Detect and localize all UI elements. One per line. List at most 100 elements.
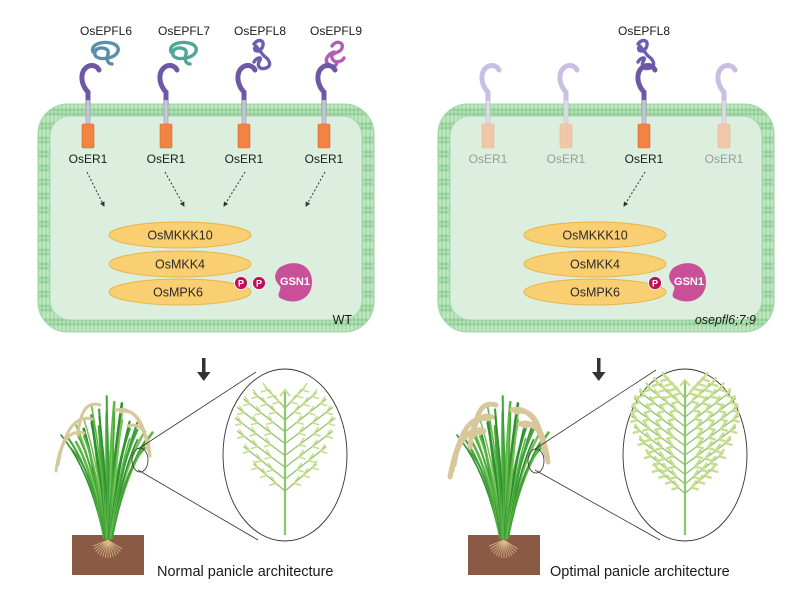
- spikelet: [302, 396, 309, 405]
- primary-branch: [284, 430, 334, 468]
- receptor-label: OsER1: [69, 152, 108, 166]
- spikelet: [296, 395, 304, 399]
- gsn1-protein: [669, 263, 706, 302]
- spikelet: [250, 395, 259, 400]
- root: [107, 539, 114, 558]
- spikelet: [664, 480, 673, 485]
- spikelet: [296, 462, 303, 471]
- zoom-inset: [131, 368, 348, 542]
- signal-arrow: [164, 171, 185, 207]
- spikelet: [652, 395, 660, 400]
- receptor-ectodomain: [157, 63, 180, 107]
- primary-branch: [243, 398, 286, 433]
- spikelet: [293, 411, 302, 415]
- spikelet: [732, 418, 741, 424]
- primary-branch: [253, 392, 286, 421]
- spikelet: [325, 405, 332, 414]
- spikelet: [701, 402, 710, 407]
- spikelet: [290, 401, 298, 405]
- spikelet: [265, 449, 273, 458]
- primary-branch: [236, 430, 286, 468]
- spikelet: [250, 466, 259, 471]
- spikelet: [234, 422, 243, 427]
- gsn1-label: GSN1: [674, 276, 704, 288]
- spikelet: [694, 458, 702, 468]
- spikelet: [295, 388, 303, 397]
- peptide-shape: [168, 40, 198, 66]
- spikelet: [302, 403, 311, 408]
- spikelet: [327, 422, 336, 427]
- spikelet: [698, 382, 706, 388]
- kinase-osmkk4: [523, 250, 667, 278]
- spikelet: [311, 388, 318, 397]
- receptor-label: OsER1: [305, 152, 344, 166]
- spikelet: [255, 405, 263, 414]
- root: [489, 539, 505, 550]
- spikelet: [665, 445, 674, 450]
- spikelet: [273, 394, 280, 403]
- spikelet: [719, 411, 727, 421]
- spikelet: [325, 428, 332, 437]
- spikelet: [717, 431, 725, 441]
- receptor-label: OsER1: [547, 152, 586, 166]
- ligand-label: OsEPFL8: [234, 24, 286, 38]
- receptor-ectodomain: [79, 63, 102, 107]
- receptor-label: OsER1: [225, 152, 264, 166]
- spikelet: [252, 439, 259, 448]
- spikelet: [661, 371, 669, 381]
- spikelet: [708, 436, 717, 441]
- spikelet: [643, 455, 652, 460]
- spikelet: [242, 450, 250, 455]
- spikelet: [658, 403, 666, 412]
- spikelet: [715, 402, 723, 407]
- spikelet: [266, 421, 274, 426]
- genotype-label: WT: [333, 313, 353, 327]
- spikelet: [670, 469, 678, 478]
- spikelet: [296, 421, 304, 426]
- spikelet: [652, 376, 660, 385]
- spikelet: [250, 422, 258, 426]
- spikelet: [266, 469, 274, 473]
- spikelet: [252, 388, 259, 397]
- spikelet: [665, 474, 673, 483]
- caption: Optimal panicle architecture: [550, 564, 730, 580]
- spikelet: [653, 436, 662, 441]
- root: [107, 539, 121, 552]
- transmembrane-domain: [641, 99, 647, 125]
- primary-branch: [284, 398, 327, 433]
- spikelet: [629, 418, 638, 424]
- spikelet: [657, 388, 666, 394]
- spikelet: [668, 411, 676, 420]
- spikelet: [696, 445, 705, 450]
- spikelet: [692, 469, 700, 478]
- spikelet: [319, 396, 326, 405]
- root: [104, 539, 109, 558]
- spikelet: [244, 443, 251, 452]
- receptor-oser1: OsER1: [69, 63, 108, 166]
- kinase-osmpk6: [523, 278, 667, 306]
- spikelet: [725, 441, 733, 447]
- spikelet: [643, 421, 651, 430]
- receptor-kinase-domain: [237, 123, 251, 149]
- spikelet: [249, 433, 257, 437]
- spikelet: [694, 465, 703, 470]
- spikelet: [701, 462, 709, 471]
- spikelet: [701, 395, 709, 404]
- peptide-shape: [324, 40, 346, 68]
- spikelet: [659, 468, 667, 477]
- spikelet: [236, 411, 245, 416]
- spikelet: [679, 378, 691, 387]
- spikelet: [714, 443, 722, 452]
- spikelet: [312, 426, 320, 435]
- root: [495, 539, 505, 556]
- spikelet: [638, 435, 646, 444]
- receptor-kinase-domain: [81, 123, 95, 149]
- primary-branch: [243, 446, 286, 480]
- spikelet: [298, 456, 306, 460]
- spikelet: [666, 455, 675, 460]
- spikelet: [667, 465, 676, 470]
- spikelet: [666, 426, 675, 431]
- down-arrow: [592, 358, 606, 381]
